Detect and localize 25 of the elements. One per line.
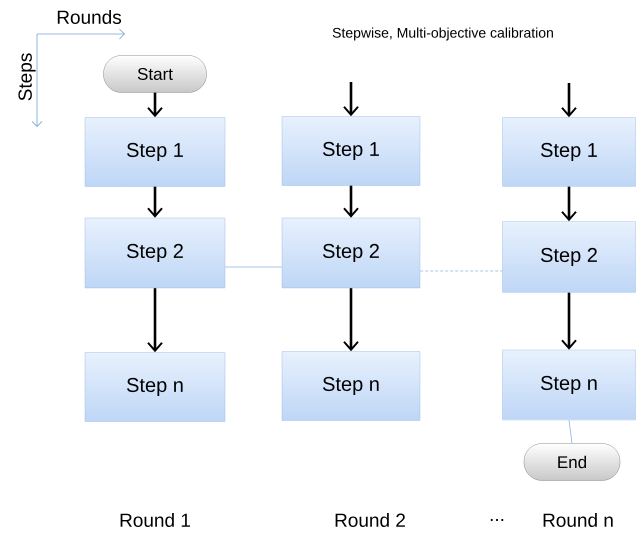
process-box: Step 2 — [282, 218, 420, 288]
arrow — [343, 288, 359, 352]
arrow — [147, 288, 163, 352]
column-label: Round 2 — [336, 513, 405, 527]
column-label: Round 1 — [120, 513, 190, 527]
arrow — [147, 186, 163, 218]
process-box: Step n — [84, 352, 226, 422]
process-box: Step 1 — [502, 117, 636, 187]
process-box: Step 1 — [282, 116, 420, 186]
arrow — [343, 82, 359, 116]
column-label: Round n — [544, 513, 613, 527]
arrow — [561, 83, 577, 118]
process-box: Step 2 — [84, 218, 226, 288]
process-box: Step n — [282, 351, 420, 421]
arrow — [561, 292, 577, 350]
title: Stepwise, Multi-objective calibration — [332, 27, 553, 40]
process-box: Step 2 — [502, 221, 636, 293]
ellipsis: ... — [490, 518, 504, 521]
axis-label: Steps — [18, 53, 36, 100]
arrow — [147, 92, 163, 118]
process-box: Step n — [502, 350, 636, 420]
arrow — [343, 186, 359, 218]
arrow — [561, 186, 577, 222]
axis-label: Rounds — [58, 10, 122, 24]
process-box: Step 1 — [84, 117, 226, 187]
